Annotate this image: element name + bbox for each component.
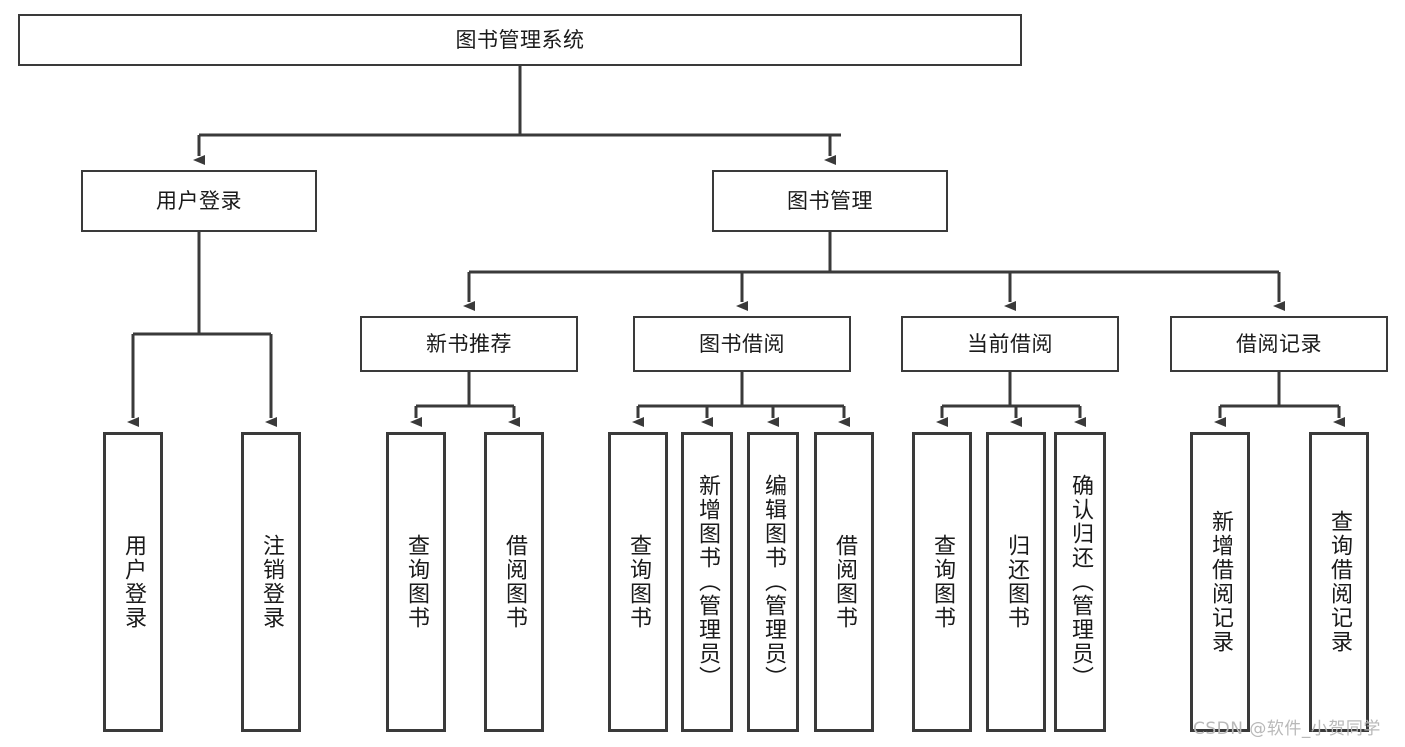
node-leaf-query-book-2[interactable]: 查询图书 xyxy=(608,432,668,732)
node-book-manage-label: 图书管理 xyxy=(787,188,873,213)
node-leaf-confirm-return-label: 确认归还（管理员） xyxy=(1067,474,1093,690)
node-leaf-add-record[interactable]: 新增借阅记录 xyxy=(1190,432,1250,732)
node-leaf-borrow-book-2[interactable]: 借阅图书 xyxy=(814,432,874,732)
node-root-label: 图书管理系统 xyxy=(455,27,585,52)
node-leaf-edit-book-label: 编辑图书（管理员） xyxy=(760,474,786,690)
node-leaf-add-book[interactable]: 新增图书（管理员） xyxy=(681,432,733,732)
node-leaf-query-book-3[interactable]: 查询图书 xyxy=(912,432,972,732)
node-root[interactable]: 图书管理系统 xyxy=(18,14,1022,66)
node-leaf-query-record[interactable]: 查询借阅记录 xyxy=(1309,432,1369,732)
node-leaf-user-logout[interactable]: 注销登录 xyxy=(241,432,301,732)
node-current-borrow[interactable]: 当前借阅 xyxy=(901,316,1119,372)
node-leaf-user-login-label: 用户登录 xyxy=(120,534,146,630)
node-current-borrow-label: 当前借阅 xyxy=(967,331,1053,356)
node-book-borrow[interactable]: 图书借阅 xyxy=(633,316,851,372)
node-book-manage[interactable]: 图书管理 xyxy=(712,170,948,232)
node-new-book-rec[interactable]: 新书推荐 xyxy=(360,316,578,372)
node-leaf-add-book-label: 新增图书（管理员） xyxy=(694,474,720,690)
node-leaf-borrow-book-1-label: 借阅图书 xyxy=(501,534,527,630)
node-leaf-confirm-return[interactable]: 确认归还（管理员） xyxy=(1054,432,1106,732)
node-leaf-query-book-2-label: 查询图书 xyxy=(625,534,651,630)
node-leaf-query-book-1-label: 查询图书 xyxy=(403,534,429,630)
node-leaf-user-login[interactable]: 用户登录 xyxy=(103,432,163,732)
node-leaf-add-record-label: 新增借阅记录 xyxy=(1207,510,1233,654)
node-user-login-label: 用户登录 xyxy=(156,188,242,213)
node-book-borrow-label: 图书借阅 xyxy=(699,331,785,356)
node-borrow-record-label: 借阅记录 xyxy=(1236,331,1322,356)
node-leaf-borrow-book-1[interactable]: 借阅图书 xyxy=(484,432,544,732)
node-leaf-return-book[interactable]: 归还图书 xyxy=(986,432,1046,732)
node-new-book-rec-label: 新书推荐 xyxy=(426,331,512,356)
node-leaf-query-book-1[interactable]: 查询图书 xyxy=(386,432,446,732)
node-borrow-record[interactable]: 借阅记录 xyxy=(1170,316,1388,372)
node-leaf-return-book-label: 归还图书 xyxy=(1003,534,1029,630)
node-leaf-user-logout-label: 注销登录 xyxy=(258,534,284,630)
node-leaf-query-record-label: 查询借阅记录 xyxy=(1326,510,1352,654)
node-user-login[interactable]: 用户登录 xyxy=(81,170,317,232)
node-leaf-query-book-3-label: 查询图书 xyxy=(929,534,955,630)
node-leaf-borrow-book-2-label: 借阅图书 xyxy=(831,534,857,630)
node-leaf-edit-book[interactable]: 编辑图书（管理员） xyxy=(747,432,799,732)
csdn-watermark: CSDN @软件_小贺同学 xyxy=(1193,719,1381,739)
